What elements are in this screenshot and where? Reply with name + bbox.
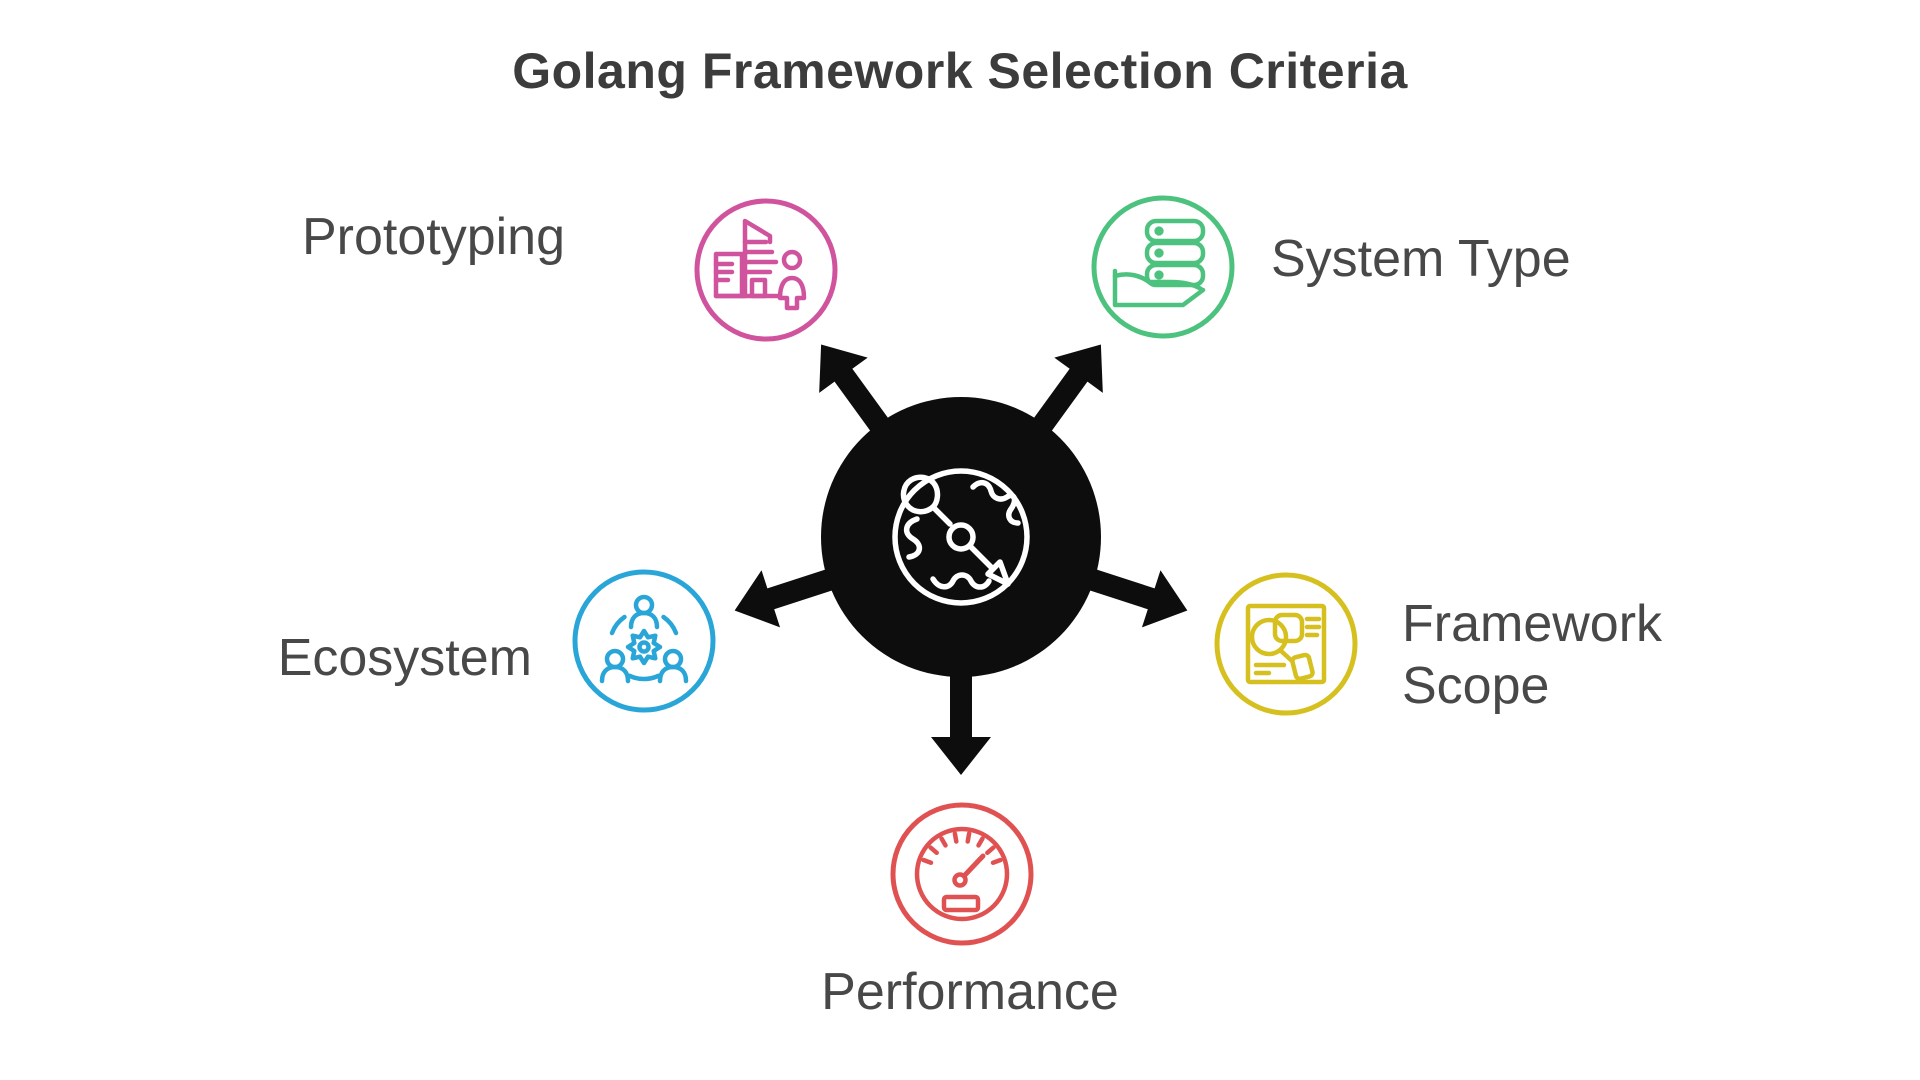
speedometer-icon: [890, 802, 1034, 946]
construction-building-person-icon: [694, 198, 838, 342]
arrow-down: [931, 637, 991, 775]
criterion-label-prototyping: Prototyping: [301, 208, 565, 266]
people-around-gear-icon: [572, 569, 716, 713]
blueprint-wireframe-icon: [1214, 572, 1358, 716]
hub-circle: [821, 397, 1101, 677]
criterion-node-system-type: [1089, 193, 1237, 341]
route-strategy-icon: [892, 468, 1030, 606]
criterion-label-framework-scope: Framework Scope: [1402, 595, 1663, 715]
criterion-label-performance: Performance: [821, 963, 1119, 1021]
criterion-node-ecosystem: [570, 567, 718, 715]
criterion-node-performance: [888, 800, 1036, 948]
criterion-node-prototyping: [692, 196, 840, 344]
criterion-node-framework-scope: [1212, 570, 1360, 718]
central-hub: [734, 344, 1188, 775]
criterion-label-system-type: System Type: [1271, 230, 1571, 288]
criterion-label-ecosystem: Ecosystem: [277, 629, 532, 687]
server-stack-in-hand-icon: [1091, 195, 1235, 339]
page-title: Golang Framework Selection Criteria: [512, 43, 1408, 99]
